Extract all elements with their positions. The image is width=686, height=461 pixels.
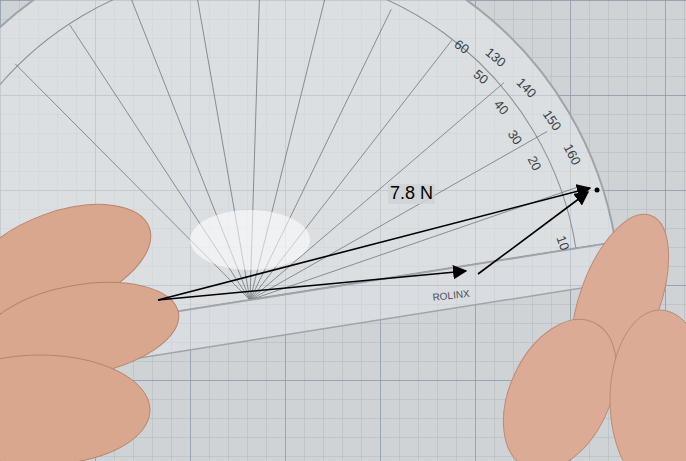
force-vector bbox=[158, 271, 466, 300]
force-magnitude: 7.8 N bbox=[388, 184, 435, 204]
force-vector bbox=[478, 192, 588, 274]
left-fingers bbox=[0, 182, 186, 461]
end-dot bbox=[595, 188, 600, 193]
force-vectors bbox=[158, 188, 590, 300]
protractor bbox=[0, 0, 622, 397]
resultant-vector bbox=[158, 188, 590, 300]
right-fingers bbox=[481, 202, 686, 461]
glare bbox=[190, 210, 310, 270]
